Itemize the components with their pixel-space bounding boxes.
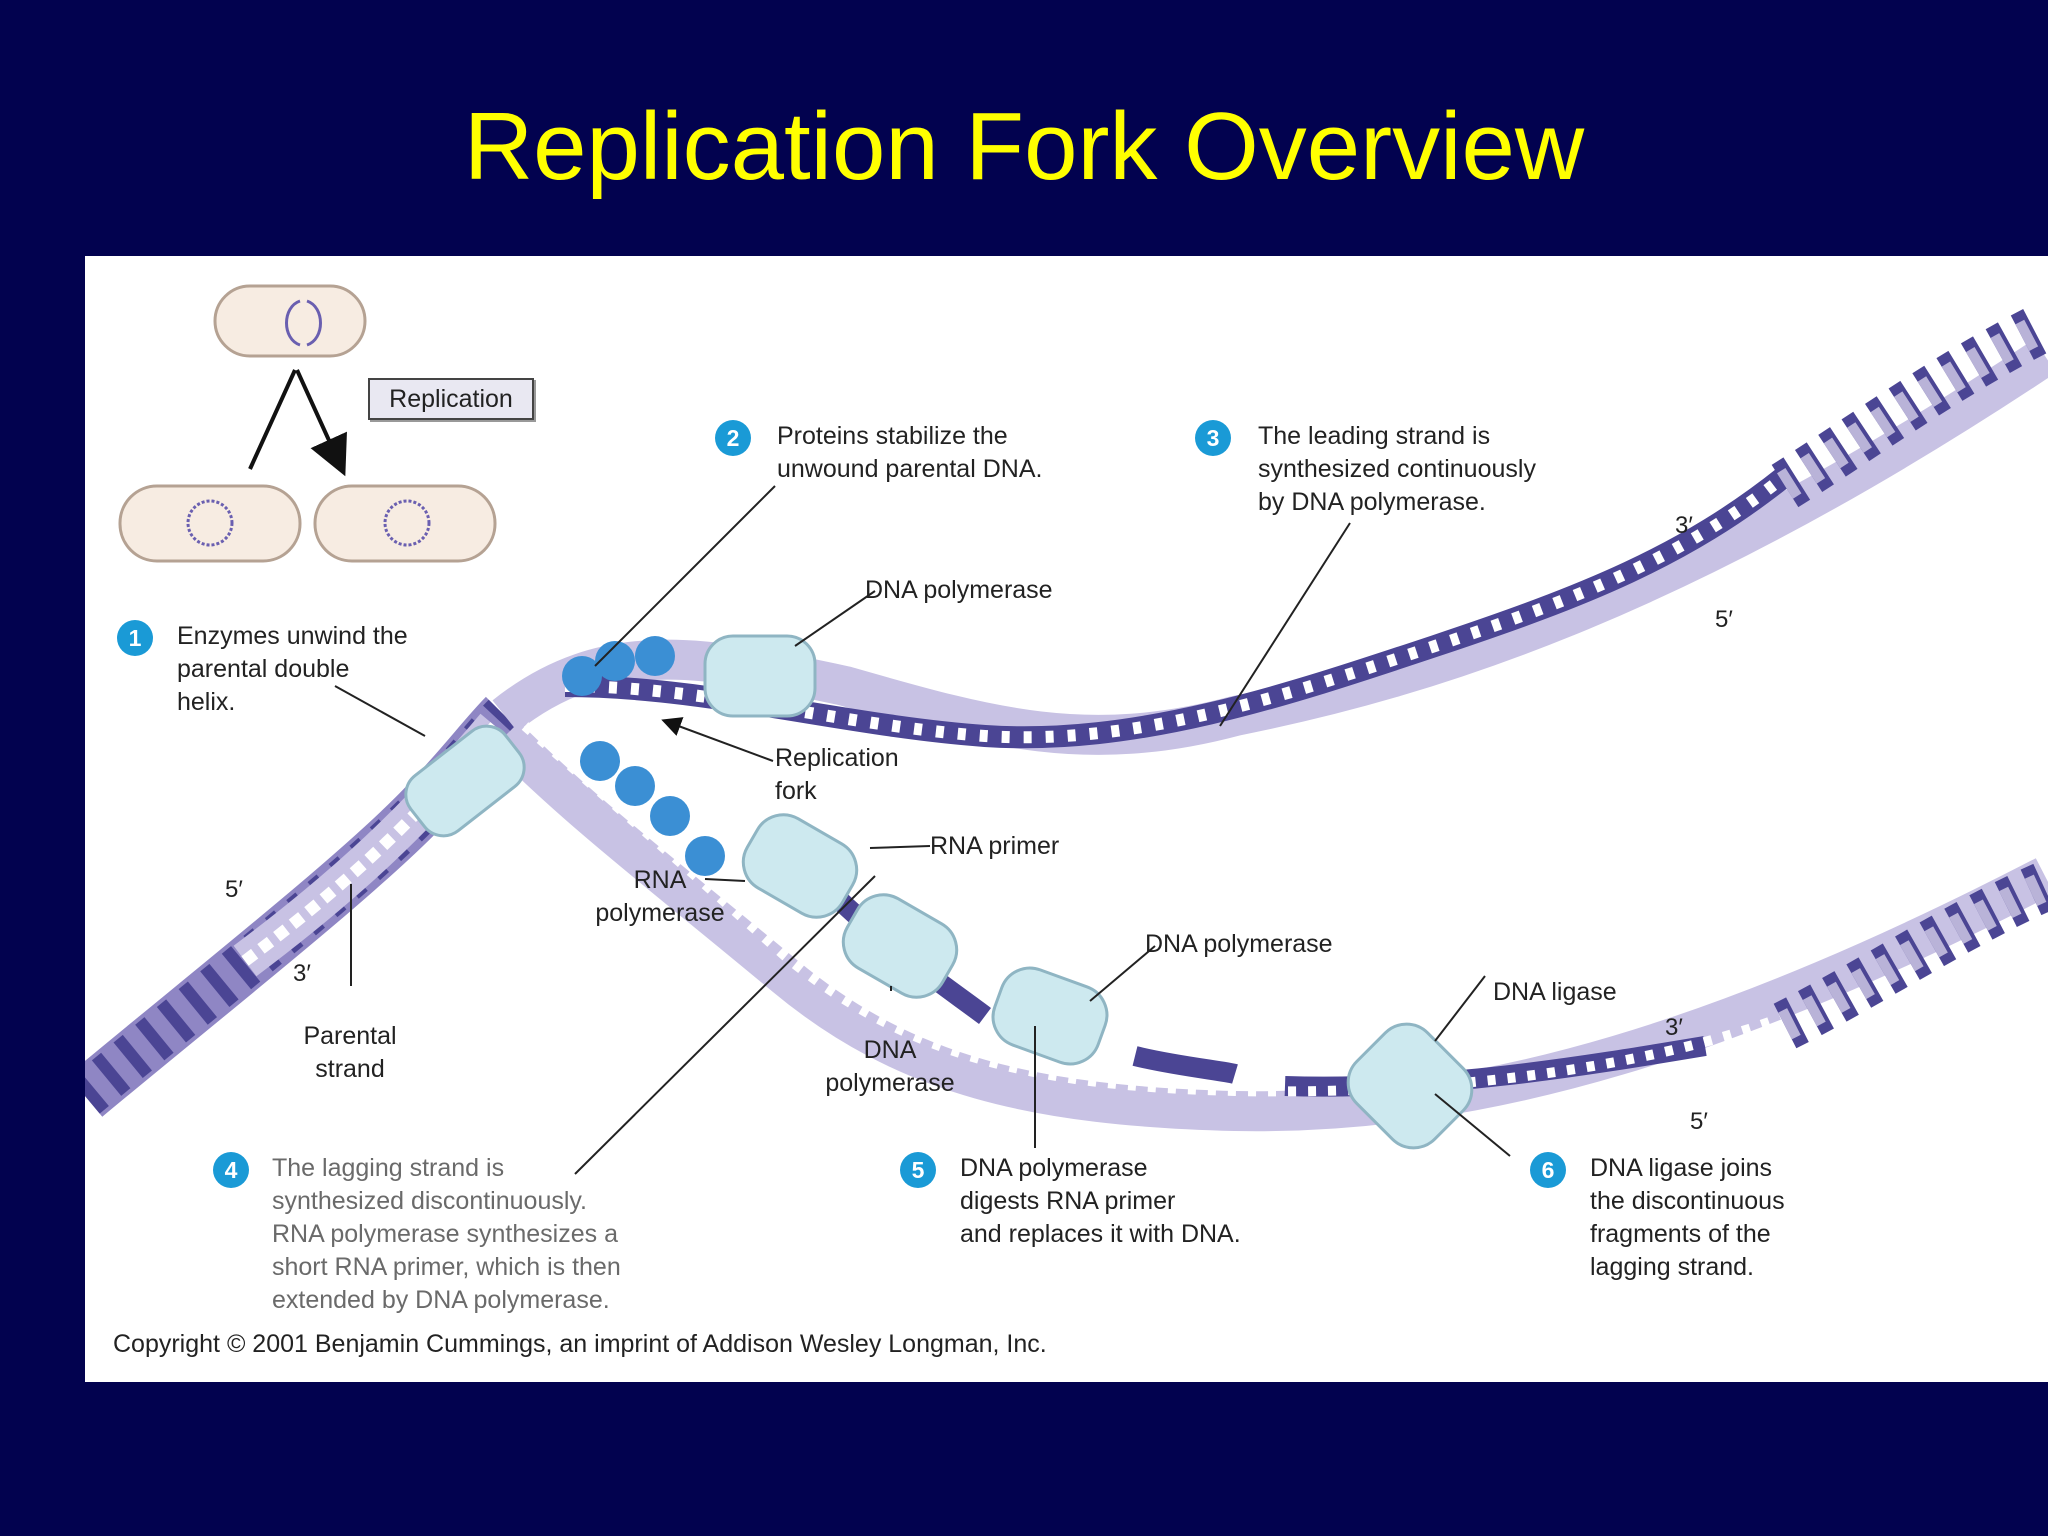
step-4-text: The lagging strand is synthesized discon… bbox=[272, 1154, 621, 1314]
copyright-notice: Copyright © 2001 Benjamin Cummings, an i… bbox=[113, 1330, 1047, 1358]
leader-lines bbox=[334, 485, 1511, 1175]
replication-label-box: Replication bbox=[368, 378, 534, 420]
step-1-text: Enzymes unwind the parental double helix… bbox=[177, 622, 408, 716]
label-rna-polymerase: RNA polymerase bbox=[595, 866, 725, 927]
ssb-proteins bbox=[562, 636, 725, 876]
label-dna-polymerase-lower: DNA polymerase bbox=[825, 1036, 955, 1097]
label-dna-polymerase-mid: DNA polymerase bbox=[1145, 930, 1333, 958]
label-replication-fork: Replication fork bbox=[775, 744, 899, 805]
dna-polymerase-leading bbox=[703, 634, 817, 718]
step-5-badge: 5 bbox=[900, 1152, 936, 1188]
cell-division-inset bbox=[118, 284, 497, 563]
rna-polymerase-enzyme bbox=[741, 813, 859, 919]
dna-polymerase-middle bbox=[991, 966, 1109, 1066]
label-dna-polymerase-top: DNA polymerase bbox=[865, 576, 1053, 604]
dna-ligase-enzyme bbox=[1346, 1022, 1474, 1150]
step-3-text: The leading strand is synthesized contin… bbox=[1258, 422, 1536, 516]
dna-polymerase-lagging bbox=[841, 893, 959, 999]
lagging-5-prime: 5′ bbox=[1690, 1108, 1708, 1135]
leading-3-prime: 3′ bbox=[1675, 512, 1693, 539]
step-5-text: DNA polymerase digests RNA primer and re… bbox=[960, 1154, 1241, 1248]
slide-title: Replication Fork Overview bbox=[463, 93, 1585, 200]
lagging-strand bbox=[490, 721, 2048, 1132]
step-2-badge: 2 bbox=[715, 420, 751, 456]
parent-chromosome bbox=[285, 299, 322, 347]
leading-5-prime: 5′ bbox=[1715, 606, 1733, 633]
label-dna-ligase: DNA ligase bbox=[1493, 978, 1617, 1006]
label-rna-primer: RNA primer bbox=[930, 832, 1060, 860]
daughter-cell-left bbox=[118, 484, 302, 563]
parental-3-prime: 3′ bbox=[293, 960, 311, 987]
parental-5-prime: 5′ bbox=[225, 876, 243, 903]
enzymes bbox=[404, 634, 1474, 1150]
daughter-chromosome-left bbox=[186, 499, 234, 547]
step-6-text: DNA ligase joins the discontinuous fragm… bbox=[1590, 1154, 1785, 1281]
step-2-text: Proteins stabilize the unwound parental … bbox=[777, 422, 1043, 483]
division-arrows bbox=[248, 369, 342, 469]
step-1-badge: 1 bbox=[117, 620, 153, 656]
lagging-3-prime: 3′ bbox=[1665, 1014, 1683, 1041]
replication-fork-figure: Replication 1 Enzymes unwind the parenta… bbox=[85, 256, 2048, 1382]
label-parental-strand: Parental strand bbox=[303, 1022, 397, 1083]
helicase-enzyme bbox=[404, 724, 526, 838]
step-6-badge: 6 bbox=[1530, 1152, 1566, 1188]
parent-cell bbox=[213, 284, 367, 358]
step-4-badge: 4 bbox=[213, 1152, 249, 1188]
diagram-artwork bbox=[85, 284, 2048, 1175]
daughter-chromosome-right bbox=[383, 499, 431, 547]
daughter-cell-right bbox=[313, 484, 497, 563]
step-3-badge: 3 bbox=[1195, 420, 1231, 456]
